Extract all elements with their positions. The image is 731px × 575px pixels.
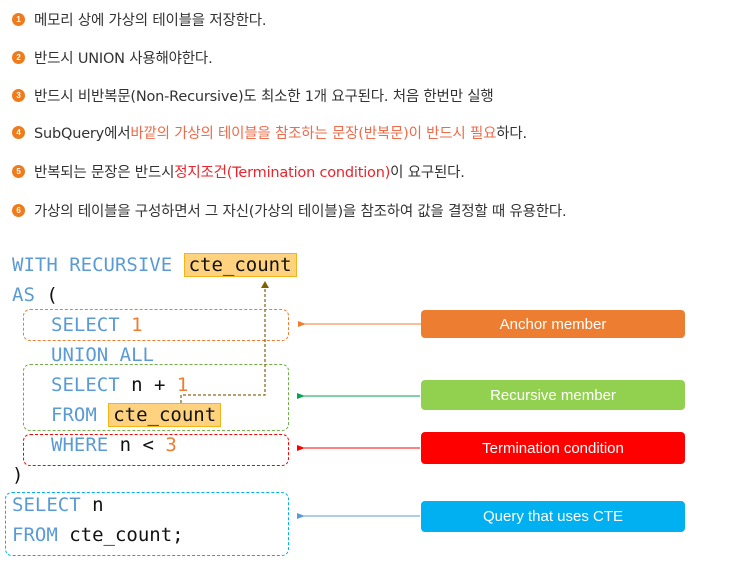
close-paren: ): [12, 464, 24, 486]
expression: n: [80, 494, 104, 516]
code-line-with-recursive: WITH RECURSIVE cte_count: [12, 250, 297, 280]
code-line-anchor-select: SELECT 1: [51, 310, 143, 340]
rule-text: 메모리 상에 가상의 테이블을 저장한다.: [34, 12, 267, 29]
recursive-member-label: Recursive member: [421, 380, 685, 410]
keyword: WITH RECURSIVE: [12, 254, 173, 276]
keyword: FROM: [51, 404, 97, 426]
expression: n <: [108, 434, 166, 456]
termination-condition-label: Termination condition: [421, 432, 685, 464]
open-paren: (: [34, 284, 58, 306]
anchor-member-region: [23, 309, 289, 341]
code-line-recursive-select: SELECT n + 1: [51, 370, 188, 400]
number: 3: [165, 434, 177, 456]
rule-item: 4 SubQuery에서 바깥의 가상의 테이블을 참조하는 문장(반복문)이 반…: [12, 121, 527, 143]
rule-text: 반드시 UNION 사용해야한다.: [34, 50, 213, 67]
self-reference-arrowhead: [261, 281, 269, 288]
self-reference-connector: [180, 284, 266, 403]
number-badge-icon: 2: [12, 50, 25, 64]
code-line-as: AS (: [12, 280, 58, 310]
code-line-final-select: SELECT n: [12, 490, 104, 520]
expression: cte_count;: [57, 524, 184, 546]
rule-item: 1 메모리 상에 가상의 테이블을 저장한다.: [12, 8, 266, 30]
code-line-final-from: FROM cte_count;: [12, 520, 184, 550]
rule-text: 반드시 비반복문(Non-Recursive)도 최소한 1개 요구된다. 처음…: [34, 88, 494, 105]
query-that-uses-cte-label: Query that uses CTE: [421, 501, 685, 532]
keyword: SELECT: [12, 494, 81, 516]
keyword: SELECT: [51, 374, 120, 396]
termination-condition-region: [23, 434, 289, 466]
code-line-where: WHERE n < 3: [51, 430, 177, 460]
anchor-member-label: Anchor member: [421, 310, 685, 338]
rule-item: 5 반복되는 문장은 반드시 정지조건(Termination condition…: [12, 160, 465, 182]
recursive-member-region: [23, 364, 289, 431]
rule-text: 가상의 테이블을 구성하면서 그 자신(가상의 테이블)을 참조하여 값을 결정…: [34, 203, 567, 220]
rule-item: 2 반드시 UNION 사용해야한다.: [12, 46, 213, 68]
code-line-recursive-from: FROM cte_count: [51, 400, 222, 430]
code-line-close-paren: ): [12, 460, 23, 490]
rule-highlight-text: 정지조건(Termination condition): [174, 164, 391, 181]
number: 1: [131, 314, 143, 336]
rule-item: 6 가상의 테이블을 구성하면서 그 자신(가상의 테이블)을 참조하여 값을 결…: [12, 199, 567, 221]
query-region: [5, 492, 289, 556]
rule-item: 3 반드시 비반복문(Non-Recursive)도 최소한 1개 요구된다. 처…: [12, 84, 494, 106]
number-badge-icon: 3: [12, 88, 25, 102]
rule-text: SubQuery에서: [34, 125, 131, 142]
rule-text: 반복되는 문장은 반드시: [34, 164, 175, 181]
code-line-union-all: UNION ALL: [51, 340, 154, 370]
rule-text: 하다.: [496, 125, 527, 142]
cte-name-tag: cte_count: [183, 253, 297, 277]
cte-reference-tag: cte_count: [108, 403, 222, 427]
number-badge-icon: 6: [12, 203, 25, 217]
keyword: SELECT: [51, 314, 120, 336]
keyword: FROM: [12, 524, 58, 546]
number-badge-icon: 4: [12, 125, 25, 139]
number-badge-icon: 5: [12, 164, 25, 178]
keyword: WHERE: [51, 434, 109, 456]
number: 1: [176, 374, 189, 396]
rule-text: 이 요구된다.: [390, 164, 465, 181]
keyword: AS: [12, 284, 35, 306]
number-badge-icon: 1: [12, 12, 25, 26]
expression: n +: [119, 374, 177, 396]
keyword: UNION ALL: [51, 344, 154, 366]
rule-highlight-text: 바깥의 가상의 테이블을 참조하는 문장(반복문)이 반드시 필요: [130, 125, 497, 142]
